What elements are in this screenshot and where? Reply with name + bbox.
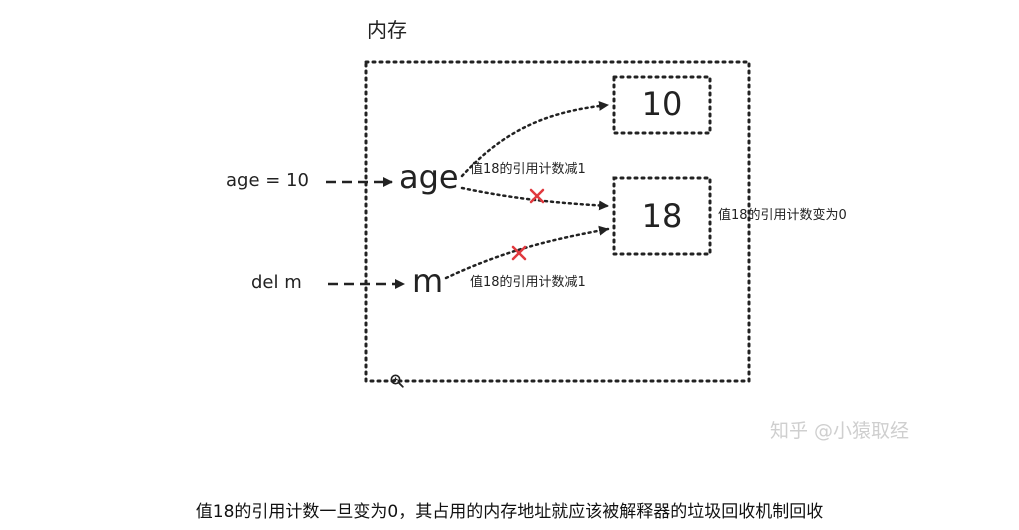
variable-age: age bbox=[399, 158, 459, 196]
note-age-ref-decrement: 值18的引用计数减1 bbox=[470, 162, 586, 177]
arrow-age-to-10 bbox=[460, 100, 610, 178]
watermark: 知乎 @小猿取经 bbox=[770, 416, 909, 443]
zoom-in-icon[interactable] bbox=[390, 374, 404, 388]
cross-mark-icon bbox=[529, 188, 545, 204]
caption-text: 值18的引用计数一旦变为0，其占用的内存地址就应该被解释器的垃圾回收机制回收 bbox=[195, 502, 824, 522]
watermark-platform: 知乎 bbox=[770, 420, 809, 442]
memory-region-border bbox=[364, 60, 751, 383]
statement-age-assign: age = 10 bbox=[226, 170, 309, 191]
note-m-ref-decrement: 值18的引用计数减1 bbox=[470, 275, 586, 290]
memory-title: 内存 bbox=[367, 18, 407, 42]
cross-mark-icon bbox=[511, 245, 527, 261]
value-box-10 bbox=[612, 75, 712, 135]
watermark-author: @小猿取经 bbox=[814, 420, 910, 442]
variable-m: m bbox=[412, 262, 444, 300]
arrow-m-to-18 bbox=[444, 225, 610, 280]
arrow-age-to-18 bbox=[460, 186, 610, 211]
statement-del-m: del m bbox=[251, 272, 302, 293]
value-18-label: 18 bbox=[641, 197, 683, 235]
note-refcount-zero: 值18的引用计数变为0 bbox=[718, 208, 847, 223]
value-box-18 bbox=[612, 176, 712, 256]
value-10-label: 10 bbox=[641, 85, 683, 123]
